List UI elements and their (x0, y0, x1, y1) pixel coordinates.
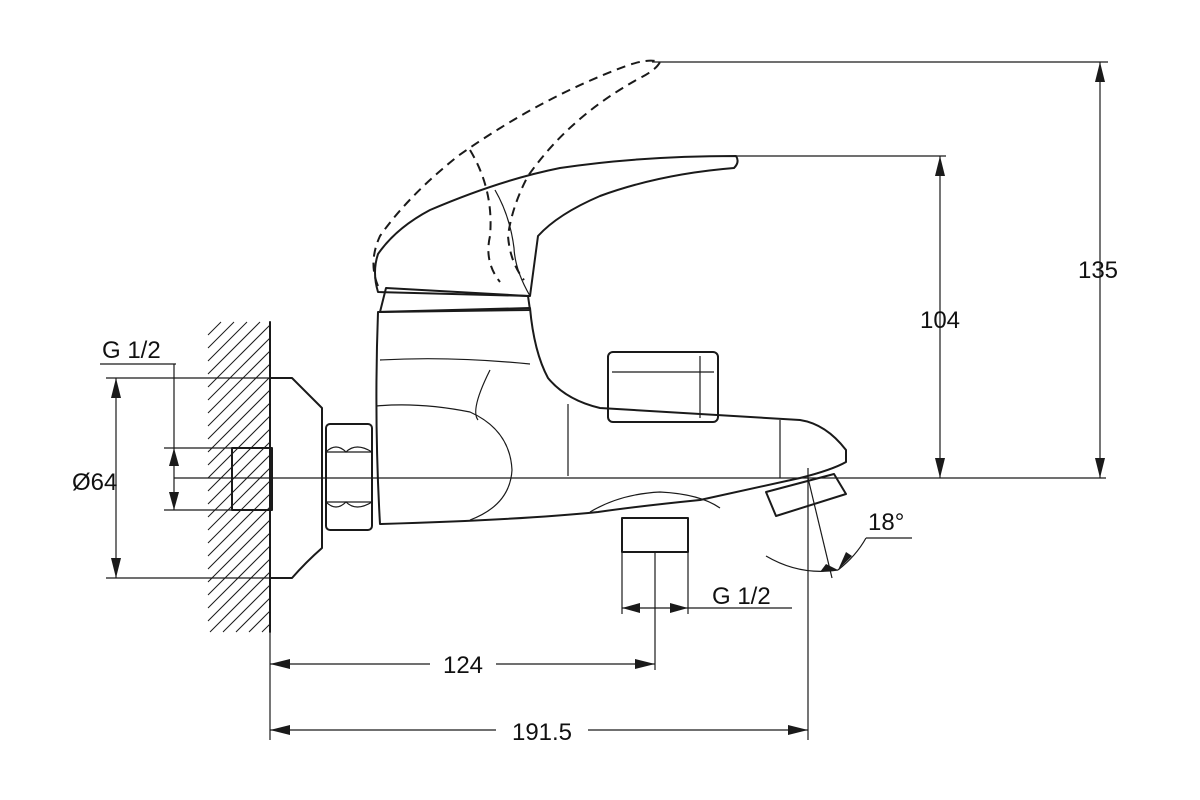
diverter-knob (607, 351, 719, 423)
label-angle: 18° (868, 509, 904, 536)
lever-raised-outline (372, 59, 662, 287)
dim-flange-diameter: Ø64 (72, 377, 270, 579)
inlet-stub (231, 447, 273, 511)
dim-angle-18: 18° (765, 477, 912, 579)
dim-height-135: 135 (652, 61, 1118, 478)
hatch-line (207, 545, 271, 609)
mixer-body (375, 307, 847, 525)
hatch-line (207, 337, 271, 401)
hatch-line (222, 584, 271, 633)
aerator (765, 473, 847, 517)
hatch-line (207, 493, 271, 557)
bottom-outlet (621, 517, 689, 553)
hatch-line (207, 321, 222, 336)
hatch-line (207, 363, 271, 427)
hatch-line (207, 324, 271, 388)
hatch-line (261, 623, 271, 633)
label-outlet-thread: G 1/2 (712, 583, 771, 610)
hatch-line (207, 441, 271, 505)
dim-length-124: 124 (269, 552, 656, 740)
hatch-line (207, 389, 271, 453)
hatch-line (207, 321, 235, 349)
label-inlet-thread: G 1/2 (102, 337, 161, 364)
hatch-line (207, 558, 271, 622)
wall-hatching (207, 321, 271, 633)
dim-outlet-thread: G 1/2 (621, 552, 792, 614)
hatch-line (207, 350, 271, 414)
hatch-line (207, 402, 271, 466)
lever-handle (374, 155, 739, 297)
label-191-5: 191.5 (512, 719, 572, 746)
hex-nut (325, 423, 373, 531)
label-135: 135 (1078, 257, 1118, 284)
hatch-line (207, 428, 271, 492)
dim-height-104: 104 (736, 155, 960, 478)
hatch-line (207, 467, 271, 531)
hatch-line (235, 597, 271, 633)
dim-inlet-thread: G 1/2 (100, 337, 232, 511)
hatch-line (207, 480, 271, 544)
label-flange-diameter: Ø64 (72, 469, 117, 496)
wall-flange (269, 377, 323, 579)
label-104: 104 (920, 307, 960, 334)
hatch-line (207, 506, 271, 570)
hatch-line (207, 519, 271, 583)
hatch-line (207, 376, 271, 440)
hatch-line (209, 571, 271, 633)
hatch-line (207, 532, 271, 596)
dim-length-191-5: 191.5 (270, 468, 809, 746)
hatch-line (207, 321, 261, 375)
label-124: 124 (443, 652, 483, 679)
hatch-line (248, 610, 271, 633)
hatch-line (207, 454, 271, 518)
hatch-line (207, 321, 248, 362)
